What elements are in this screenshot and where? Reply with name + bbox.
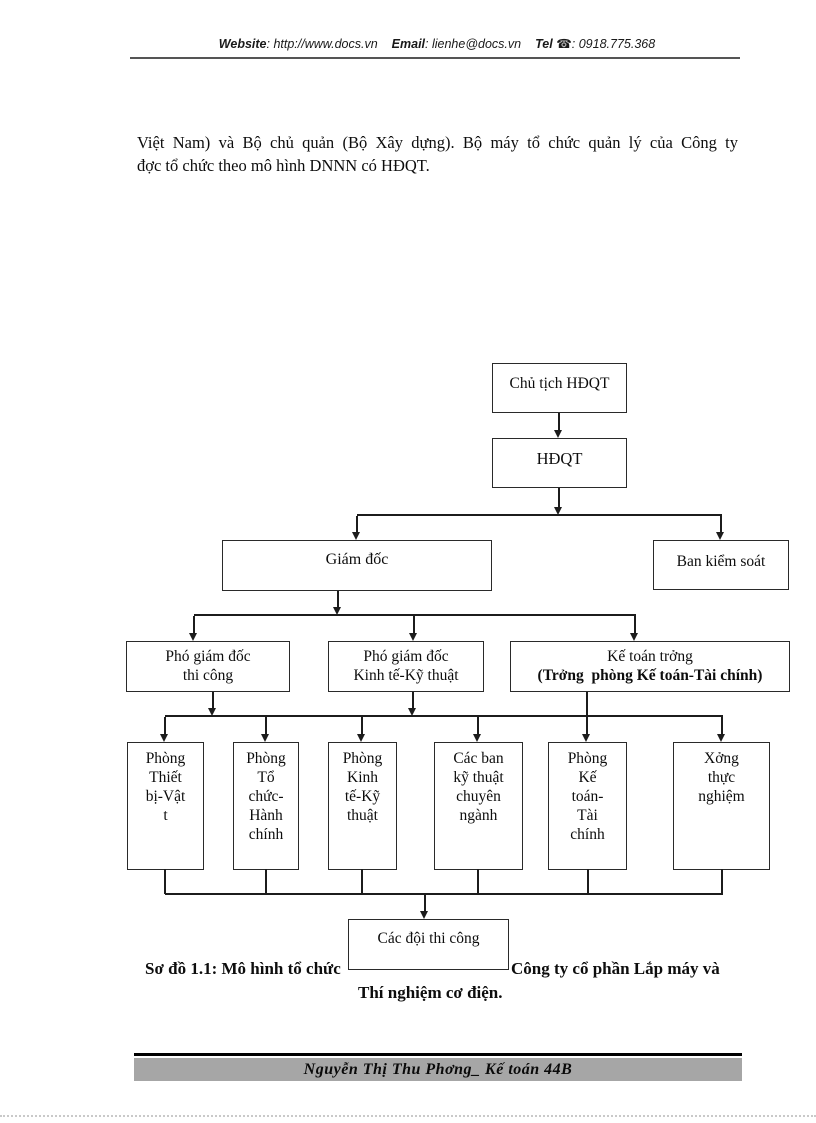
page-bottom-dotted-line bbox=[0, 1115, 816, 1117]
diagram-caption-line2: Thí nghiệm cơ điện. bbox=[358, 983, 503, 1002]
connector-line bbox=[265, 717, 267, 735]
paragraph-line-1: Việt Nam) và Bộ chủ quản (Bộ Xây dựng). … bbox=[137, 133, 738, 152]
header-website-label: Website bbox=[218, 37, 267, 51]
org-chart-box-chief-accountant: Kế toán trởng (Trởng phòng Kế toán-Tài c… bbox=[510, 641, 790, 692]
connector-line bbox=[477, 717, 479, 735]
connector-line bbox=[413, 616, 415, 634]
dept-accounting-label: Phòng Kế toán- Tài chính bbox=[567, 750, 608, 843]
body-paragraph: Việt Nam) và Bộ chủ quản (Bộ Xây dựng). … bbox=[137, 131, 738, 177]
connector-line bbox=[634, 616, 636, 634]
connector-line bbox=[194, 614, 636, 616]
connector-line bbox=[424, 895, 426, 912]
org-chart-box-director: Giám đốc bbox=[222, 540, 492, 591]
org-chart-box-deputy-construction: Phó giám đốc thi công bbox=[126, 641, 290, 692]
arrowhead-down bbox=[473, 734, 481, 742]
org-chart-box-deputy-economics: Phó giám đốc Kinh tế-Kỹ thuật bbox=[328, 641, 484, 692]
org-chart-box-chairman: Chủ tịch HĐQT bbox=[492, 363, 627, 413]
director-label: Giám đốc bbox=[325, 551, 389, 568]
connector-line bbox=[558, 413, 560, 432]
deputy-construction-label: Phó giám đốc thi công bbox=[165, 648, 251, 684]
footer-author-band: Nguyễn Thị Thu Phơng_ Kế toán 44B bbox=[134, 1058, 742, 1081]
org-chart-box-construction-teams: Các đội thi công bbox=[348, 919, 509, 970]
arrowhead-down bbox=[716, 532, 724, 540]
connector-line bbox=[356, 516, 358, 533]
connector-line bbox=[558, 488, 560, 508]
arrowhead-down bbox=[582, 734, 590, 742]
connector-line bbox=[265, 869, 267, 894]
org-chart-box-supervisory: Ban kiểm soát bbox=[653, 540, 789, 590]
connector-line bbox=[357, 514, 722, 516]
connector-line bbox=[165, 893, 723, 895]
page-header: Website: http://www.docs.vn Email: lienhe… bbox=[130, 36, 744, 51]
connector-line bbox=[212, 692, 214, 709]
header-website-value: : http://www.docs.vn bbox=[266, 37, 378, 51]
header-email-label: Email bbox=[391, 37, 426, 51]
arrowhead-down bbox=[352, 532, 360, 540]
arrowhead-down bbox=[333, 607, 341, 615]
dept-equipment-label: Phòng Thiết bị-Vật t bbox=[145, 750, 186, 824]
connector-line bbox=[164, 717, 166, 735]
connector-line bbox=[361, 717, 363, 735]
connector-line bbox=[721, 869, 723, 894]
arrowhead-down bbox=[208, 708, 216, 716]
construction-teams-label: Các đội thi công bbox=[377, 930, 480, 947]
header-tel-label: Tel bbox=[535, 37, 553, 51]
board-label: HĐQT bbox=[536, 449, 583, 468]
org-chart-box-dept-specialized: Các ban kỹ thuật chuyên ngành bbox=[434, 742, 523, 870]
dept-admin-label: Phòng Tổ chức- Hành chính bbox=[246, 750, 286, 843]
org-chart-box-dept-econ-tech: Phòng Kinh tế-Kỹ thuật bbox=[328, 742, 397, 870]
header-tel-value: : 0918.775.368 bbox=[571, 37, 656, 51]
arrowhead-down bbox=[189, 633, 197, 641]
deputy-economics-label: Phó giám đốc Kinh tế-Kỹ thuật bbox=[353, 648, 459, 684]
arrowhead-down bbox=[630, 633, 638, 641]
dept-workshop-label: Xởng thực nghiệm bbox=[698, 750, 745, 805]
org-chart-box-dept-accounting: Phòng Kế toán- Tài chính bbox=[548, 742, 627, 870]
paragraph-line-2: đợc tổ chức theo mô hình DNNN có HĐQT. bbox=[137, 156, 430, 175]
connector-line bbox=[412, 692, 414, 709]
connector-line bbox=[477, 869, 479, 894]
supervisory-label: Ban kiểm soát bbox=[676, 553, 766, 570]
connector-line bbox=[720, 516, 722, 533]
diagram-caption-left: Sơ đồ 1.1: Mô hình tổ chức bbox=[145, 959, 341, 978]
connector-line bbox=[361, 869, 363, 894]
header-email-value: : lienhe@docs.vn bbox=[425, 37, 522, 51]
arrowhead-down bbox=[420, 911, 428, 919]
connector-line bbox=[721, 717, 723, 735]
header-divider bbox=[130, 57, 740, 59]
diagram-caption-right: Công ty cổ phần Lắp máy và bbox=[511, 959, 720, 978]
arrowhead-down bbox=[554, 430, 562, 438]
arrowhead-down bbox=[261, 734, 269, 742]
org-chart-box-dept-equipment: Phòng Thiết bị-Vật t bbox=[127, 742, 204, 870]
connector-line bbox=[164, 869, 166, 894]
arrowhead-down bbox=[160, 734, 168, 742]
arrowhead-down bbox=[357, 734, 365, 742]
footer-divider bbox=[134, 1053, 742, 1056]
org-chart-box-dept-admin: Phòng Tổ chức- Hành chính bbox=[233, 742, 299, 870]
connector-line bbox=[337, 591, 339, 608]
connector-line bbox=[587, 869, 589, 894]
phone-icon: ☎ bbox=[556, 37, 572, 51]
org-chart-box-board: HĐQT bbox=[492, 438, 627, 488]
connector-line bbox=[586, 692, 588, 735]
connector-line bbox=[193, 616, 195, 634]
org-chart-box-dept-workshop: Xởng thực nghiệm bbox=[673, 742, 770, 870]
connector-line bbox=[165, 715, 723, 717]
arrowhead-down bbox=[554, 507, 562, 515]
footer-author: Nguyễn Thị Thu Phơng_ Kế toán 44B bbox=[303, 1061, 573, 1078]
arrowhead-down bbox=[408, 708, 416, 716]
dept-specialized-label: Các ban kỹ thuật chuyên ngành bbox=[453, 750, 504, 824]
chairman-label: Chủ tịch HĐQT bbox=[509, 375, 610, 392]
arrowhead-down bbox=[717, 734, 725, 742]
dept-econ-tech-label: Phòng Kinh tế-Kỹ thuật bbox=[342, 750, 383, 824]
chief-accountant-label: Kế toán trởng bbox=[607, 648, 693, 665]
arrowhead-down bbox=[409, 633, 417, 641]
chief-accountant-sublabel: (Trởng phòng Kế toán-Tài chính) bbox=[537, 667, 763, 684]
